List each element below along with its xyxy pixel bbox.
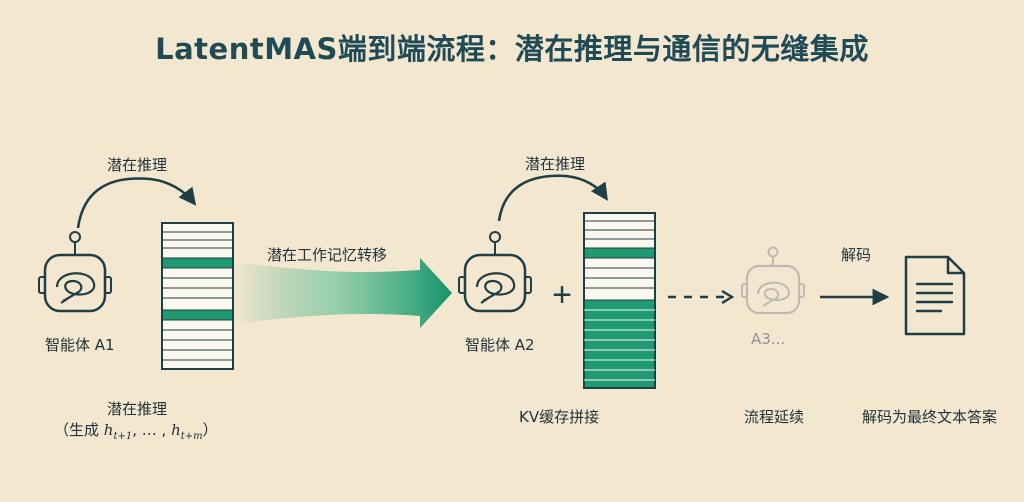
agent-a1-bottom-title: 潜在推理 bbox=[107, 400, 168, 418]
agent-a1-subtitle-subscript-1: t+1 bbox=[113, 431, 133, 442]
agent-a1-robot-icon bbox=[38, 231, 112, 313]
agent-a1-subtitle-h1: h bbox=[103, 421, 114, 439]
agent-a2-name: 智能体 A2 bbox=[465, 336, 535, 354]
transfer-label: 潜在工作记忆转移 bbox=[267, 246, 388, 264]
decode-label: 解码 bbox=[841, 246, 872, 264]
agent-a1-loop-label: 潜在推理 bbox=[107, 156, 168, 174]
diagram-title: LatentMAS端到端流程：潜在推理与通信的无缝集成 bbox=[155, 32, 869, 66]
kv-cache-label: KV缓存拼接 bbox=[519, 408, 600, 426]
agent-a1-memory-stack bbox=[161, 222, 234, 370]
agent-a1-subtitle-prefix: （生成 bbox=[54, 421, 100, 439]
agent-a3-robot-icon bbox=[741, 246, 805, 315]
final-answer-label: 解码为最终文本答案 bbox=[862, 408, 998, 426]
agent-a2-kv-cache-stack bbox=[583, 212, 656, 389]
document-icon bbox=[904, 255, 966, 336]
latent-transfer-arrow bbox=[234, 258, 452, 328]
agent-a1-subtitle-h2: h bbox=[171, 421, 181, 439]
agent-a2-robot-icon bbox=[458, 231, 532, 313]
agent-a1-subtitle-mid: , … , bbox=[132, 421, 167, 439]
a1-loop-arrow bbox=[76, 177, 197, 229]
agent-a1-subtitle-subscript-2: t+m bbox=[180, 431, 203, 442]
agent-a2-loop-label: 潜在推理 bbox=[525, 155, 586, 173]
plus-sign: + bbox=[552, 276, 572, 314]
agent-a3-name: A3... bbox=[751, 330, 786, 348]
agent-a1-name: 智能体 A1 bbox=[45, 336, 115, 354]
continuation-label: 流程延续 bbox=[744, 408, 805, 426]
agent-a1-bottom-subtitle: （生成 ht+1, … , ht+m） bbox=[54, 419, 218, 442]
agent-a1-subtitle-suffix: ） bbox=[202, 421, 218, 439]
a2-loop-arrow bbox=[497, 174, 608, 222]
